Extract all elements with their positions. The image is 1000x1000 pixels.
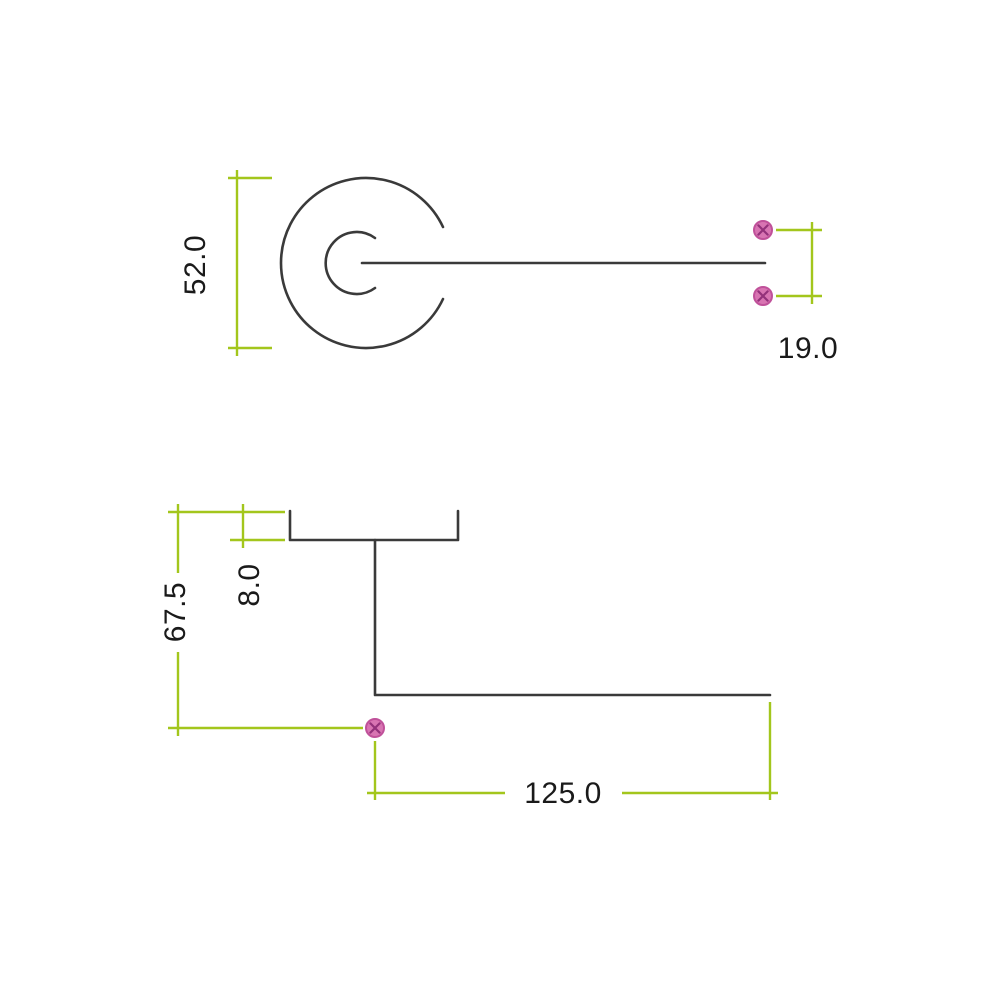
dim-label-rose-diameter: 52.0 [179, 235, 212, 295]
dim-rose-diameter: 52.0 [179, 170, 272, 356]
screw-icon [752, 285, 774, 307]
dim-overall-projection: 67.5 [159, 504, 363, 736]
rose-outline [279, 176, 445, 350]
dim-fixing-centres: 19.0 [776, 222, 838, 365]
side-view: 8.0 67.5 125.0 [159, 504, 778, 810]
screw-icon [364, 717, 386, 739]
screw-icon [752, 219, 774, 241]
dim-label-grip-thickness: 8.0 [233, 563, 266, 606]
dim-label-fixing-centres: 19.0 [778, 332, 838, 365]
dim-lever-length: 125.0 [367, 702, 778, 810]
spindle-arc [324, 230, 377, 296]
grip-profile [288, 509, 460, 542]
dim-label-lever-length: 125.0 [524, 777, 602, 810]
dim-label-overall-projection: 67.5 [159, 582, 192, 642]
dim-grip-thickness: 8.0 [230, 504, 285, 607]
front-view: 52.0 19.0 [179, 170, 838, 365]
neck-and-lever-profile [373, 538, 772, 697]
